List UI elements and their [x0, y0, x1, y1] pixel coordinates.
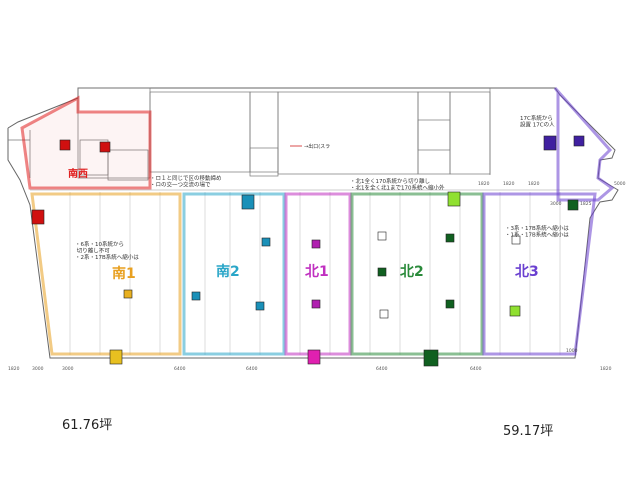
equipment-marker: [567, 199, 579, 211]
equipment-marker: [543, 135, 557, 151]
zone-south-west: [20, 95, 152, 190]
column-grid: [30, 189, 600, 355]
equipment-marker: [377, 267, 387, 277]
equipment-marker: [447, 191, 461, 207]
annotation-north-3: ・3系・17B系統へ縮小は・1系・17B系統へ縮小は: [505, 224, 569, 239]
equipment-marker: [255, 301, 265, 311]
zone-label-south-2: 南2: [216, 263, 240, 280]
equipment-marker: [377, 231, 387, 241]
equipment-marker: [261, 237, 271, 247]
zone-label-south-1: 南1: [112, 265, 136, 282]
equipment-marker: [31, 209, 45, 225]
annotation-south-1: ・6系・10系統から 切り離し不可・2系・17B系統へ縮小は: [75, 240, 139, 261]
annotation-top-center: ・北1全く170系統から切り離し・北1を全く北1まで170系統へ縮小外: [350, 177, 445, 192]
zone-south-2: [182, 192, 286, 356]
zone-north-3-top: [553, 87, 615, 202]
dim-right-2: 1000: [566, 348, 578, 354]
zones: [20, 87, 615, 356]
dim-top-right-3: 3000: [550, 201, 562, 207]
zone-label-north-1: 北1: [305, 264, 329, 280]
equipment-marker: [307, 349, 321, 365]
area-right: 59.17坪: [503, 424, 554, 439]
dim-top-right-2: 1820: [528, 181, 540, 187]
area-left: 61.76坪: [62, 418, 113, 433]
equipment-marker: [573, 135, 585, 147]
zone-north-2: [350, 192, 484, 356]
annotation-top-right: 17C系統から設置 17Cの人: [520, 114, 555, 129]
equipment-marker: [311, 299, 321, 309]
dim-right-1: 1820: [600, 366, 612, 372]
zone-label-north-2: 北2: [400, 264, 424, 280]
door-marker: →出口(スラ: [290, 143, 330, 150]
equipment-marker: [191, 291, 201, 301]
dim-top-right-0: 1820: [478, 181, 490, 187]
equipment-marker: [123, 289, 133, 299]
dim-bottom-1: 6400: [246, 366, 258, 372]
equipment-marker: [445, 233, 455, 243]
equipment-marker: [99, 141, 111, 153]
equipment-marker: [311, 239, 321, 249]
zone-label-south-west: 南西: [68, 167, 88, 180]
equipment-marker: [379, 309, 389, 319]
equipment-marker: [509, 305, 521, 317]
equipment-marker: [511, 235, 521, 245]
dim-bottom-2: 6400: [376, 366, 388, 372]
dim-left-1: 3000: [32, 366, 44, 372]
dim-bottom-0: 6400: [174, 366, 186, 372]
equipment-marker: [445, 299, 455, 309]
dim-right-0: 5000: [614, 181, 626, 187]
dim-top-right-4: 1825: [580, 201, 592, 207]
top-rooms: [8, 87, 491, 181]
equipment-marker: [241, 194, 255, 210]
equipment: [31, 135, 585, 367]
equipment-marker: [109, 349, 123, 365]
dim-left-2: 3000: [62, 366, 74, 372]
equipment-marker: [59, 139, 71, 151]
annotation-top-left: ・ロ１と同じで区の移動締め・ロの交一つ交流の場で: [150, 174, 222, 189]
door-label: →出口(スラ: [304, 143, 330, 150]
zone-south-1: [30, 192, 182, 356]
equipment-marker: [423, 349, 439, 367]
dim-top-right-1: 1820: [503, 181, 515, 187]
dim-bottom-3: 6400: [470, 366, 482, 372]
dim-left-0: 1820: [8, 366, 20, 372]
zone-north-3: [482, 192, 597, 356]
zone-label-north-3: 北3: [515, 264, 539, 280]
